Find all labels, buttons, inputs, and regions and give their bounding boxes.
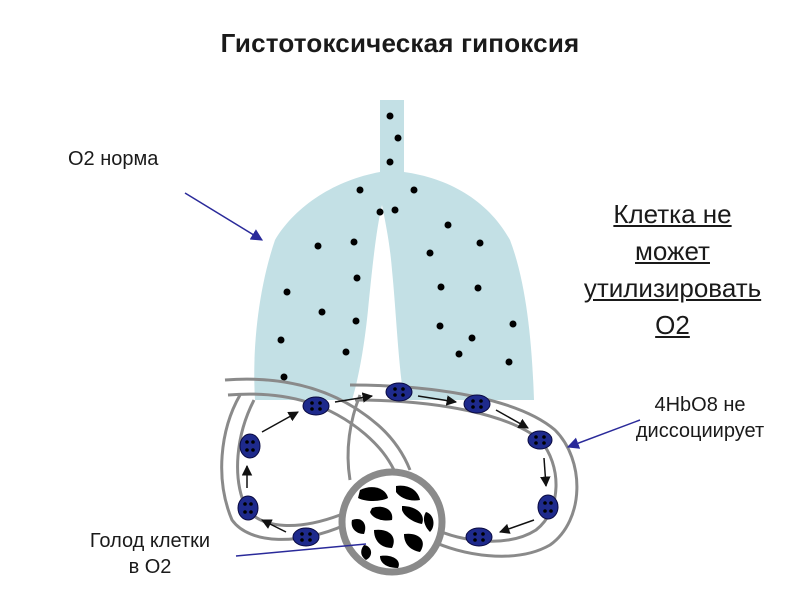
- rbc: [292, 527, 320, 547]
- flow-arrows: [241, 392, 551, 534]
- pointer-hbo: [566, 419, 641, 449]
- label-cell-hunger: Голод клетки в О2: [60, 528, 240, 580]
- rbc: [527, 430, 553, 450]
- label-hbo-not-dissociate: 4HbO8 не диссоциирует: [600, 392, 800, 444]
- red-blood-cells: [237, 382, 559, 547]
- pointer-hunger: [235, 543, 367, 557]
- label-cell-line-2: может: [635, 236, 710, 266]
- label-cell-line-4: О2: [655, 310, 690, 340]
- pointer-o2-norm: [184, 192, 264, 241]
- label-hbo-line-2: диссоциирует: [635, 420, 765, 442]
- rbc: [302, 396, 330, 416]
- label-o2-norm: О2 норма: [68, 148, 159, 170]
- rbc: [385, 382, 413, 402]
- label-cell-cannot-utilize: Клетка не может утилизировать О2: [550, 196, 795, 344]
- label-hbo-line-1: 4HbO8 не: [654, 394, 746, 416]
- rbc: [237, 495, 259, 521]
- label-hunger-line-1: Голод клетки: [89, 530, 211, 552]
- rbc: [239, 433, 261, 459]
- rbc: [463, 394, 491, 414]
- label-cell-line-1: Клетка не: [613, 199, 732, 229]
- lungs: [254, 100, 534, 400]
- o2-molecules: [277, 112, 517, 381]
- rbc: [537, 494, 559, 520]
- pointer-arrows: [184, 192, 641, 557]
- diagram-title: Гистотоксическая гипоксия: [220, 28, 580, 58]
- rbc-oxygen-marks: [243, 387, 553, 542]
- tissue-cell: [338, 468, 446, 576]
- label-cell-line-3: утилизировать: [583, 273, 762, 303]
- rbc: [465, 527, 493, 547]
- label-hunger-line-2: в О2: [128, 556, 172, 578]
